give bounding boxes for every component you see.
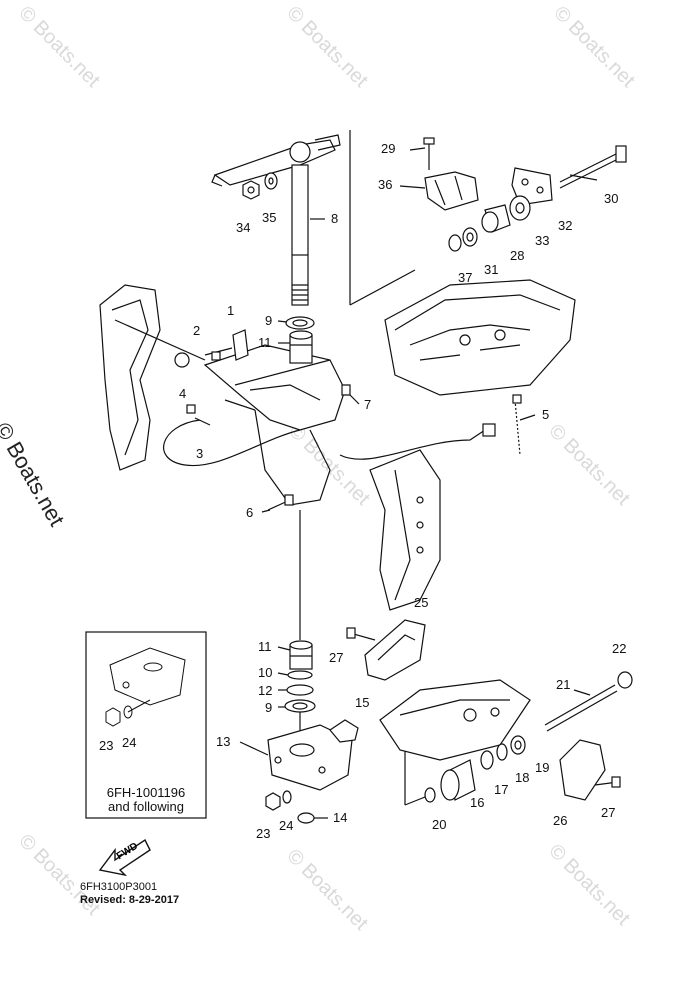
grease-nipple-7 xyxy=(341,384,351,396)
washer-31 xyxy=(462,227,478,247)
callout-22: 22 xyxy=(612,641,627,656)
callout-2: 2 xyxy=(193,323,201,338)
callout-28: 28 xyxy=(510,248,525,263)
mount-16 xyxy=(440,759,476,801)
lower-bracket-13 xyxy=(267,724,353,791)
callout-37: 37 xyxy=(458,270,473,285)
callout-23: 23 xyxy=(256,826,271,841)
callout-24: 24 xyxy=(279,818,294,833)
part-15 xyxy=(329,719,359,743)
steering-shaft xyxy=(291,164,309,306)
callout-4: 4 xyxy=(179,386,187,401)
callout-13: 13 xyxy=(216,734,231,749)
callout-26: 26 xyxy=(553,813,568,828)
callout-27b: 27 xyxy=(601,805,616,820)
bracket-right xyxy=(369,449,441,611)
callout-8: 8 xyxy=(331,211,339,226)
callout-9: 9 xyxy=(265,313,273,328)
callout-6: 6 xyxy=(246,505,254,520)
callout-29: 29 xyxy=(381,141,396,156)
nut-34 xyxy=(242,180,260,200)
washer-9-upper xyxy=(285,316,315,330)
part-1 xyxy=(232,329,249,361)
clip-4 xyxy=(186,404,196,414)
mount-33 xyxy=(509,195,531,221)
mount-28 xyxy=(481,204,511,233)
callout-3: 3 xyxy=(196,446,204,461)
washer-19 xyxy=(510,735,526,755)
callout-34: 34 xyxy=(236,220,251,235)
sleeve-11-lower xyxy=(289,640,313,670)
callout-11b: 11 xyxy=(258,639,272,654)
bolt-21 xyxy=(544,684,618,732)
nut-22 xyxy=(617,671,633,689)
clamp-bracket xyxy=(99,284,190,471)
bolt-2 xyxy=(204,347,233,361)
cable-tie-5 xyxy=(512,394,522,456)
inset-serial-line2: and following xyxy=(108,799,184,814)
collar-20 xyxy=(424,787,436,803)
inset-callout-24: 24 xyxy=(122,735,137,750)
sleeve-11-upper xyxy=(289,330,313,364)
part-14 xyxy=(297,812,315,824)
callout-5: 5 xyxy=(542,407,550,422)
cover-26 xyxy=(559,739,606,801)
callout-17: 17 xyxy=(494,782,509,797)
lower-mount-housing xyxy=(379,679,531,761)
bolt-27-upper xyxy=(346,627,376,641)
washer-17 xyxy=(480,750,494,770)
callout-14: 14 xyxy=(333,810,348,825)
callout-30: 30 xyxy=(604,191,619,206)
callout-leaders xyxy=(239,147,598,819)
revision-date: Revised: 8-29-2017 xyxy=(80,894,180,906)
bolt-29 xyxy=(423,137,435,170)
washer-35 xyxy=(264,172,278,190)
callout-12: 12 xyxy=(258,683,273,698)
callout-36: 36 xyxy=(378,177,393,192)
wire-3 xyxy=(163,417,301,467)
callout-21: 21 xyxy=(556,677,571,692)
callout-33: 33 xyxy=(535,233,550,248)
washer-18 xyxy=(496,743,508,761)
washer-24 xyxy=(282,790,292,804)
callout-32: 32 xyxy=(558,218,573,233)
cover-25 xyxy=(364,619,426,681)
callout-16: 16 xyxy=(470,795,485,810)
callout-35: 35 xyxy=(262,210,277,225)
fwd-arrow-icon xyxy=(98,838,151,877)
bolt-27-lower xyxy=(594,776,621,788)
bolt-6 xyxy=(267,494,294,511)
callout-10: 10 xyxy=(258,665,273,680)
wire-harness xyxy=(339,423,496,460)
bolt-30 xyxy=(559,145,627,189)
callout-1: 1 xyxy=(227,303,235,318)
callout-11: 11 xyxy=(258,335,272,350)
inset-callout-23: 23 xyxy=(99,738,114,753)
ring-10 xyxy=(287,670,313,680)
steering-arm xyxy=(211,134,341,187)
callout-25: 25 xyxy=(414,595,429,610)
callout-20: 20 xyxy=(432,817,447,832)
washer-9-lower xyxy=(284,699,316,713)
callout-18: 18 xyxy=(515,770,530,785)
callout-7: 7 xyxy=(364,397,372,412)
callout-19: 19 xyxy=(535,760,550,775)
inset-box xyxy=(85,631,207,819)
ring-12 xyxy=(286,684,314,696)
callout-15: 15 xyxy=(355,695,370,710)
upper-mount-36 xyxy=(424,171,479,211)
callout-27: 27 xyxy=(329,650,344,665)
inset-serial-line1: 6FH-1001196 xyxy=(106,785,186,800)
upper-mount-housing xyxy=(384,279,576,396)
callout-31: 31 xyxy=(484,262,499,277)
callout-9b: 9 xyxy=(265,700,273,715)
swivel-bracket xyxy=(203,344,346,506)
collar-37 xyxy=(448,234,462,252)
nut-23 xyxy=(265,792,281,811)
diagram-code: 6FH3100P3001 xyxy=(80,881,158,893)
